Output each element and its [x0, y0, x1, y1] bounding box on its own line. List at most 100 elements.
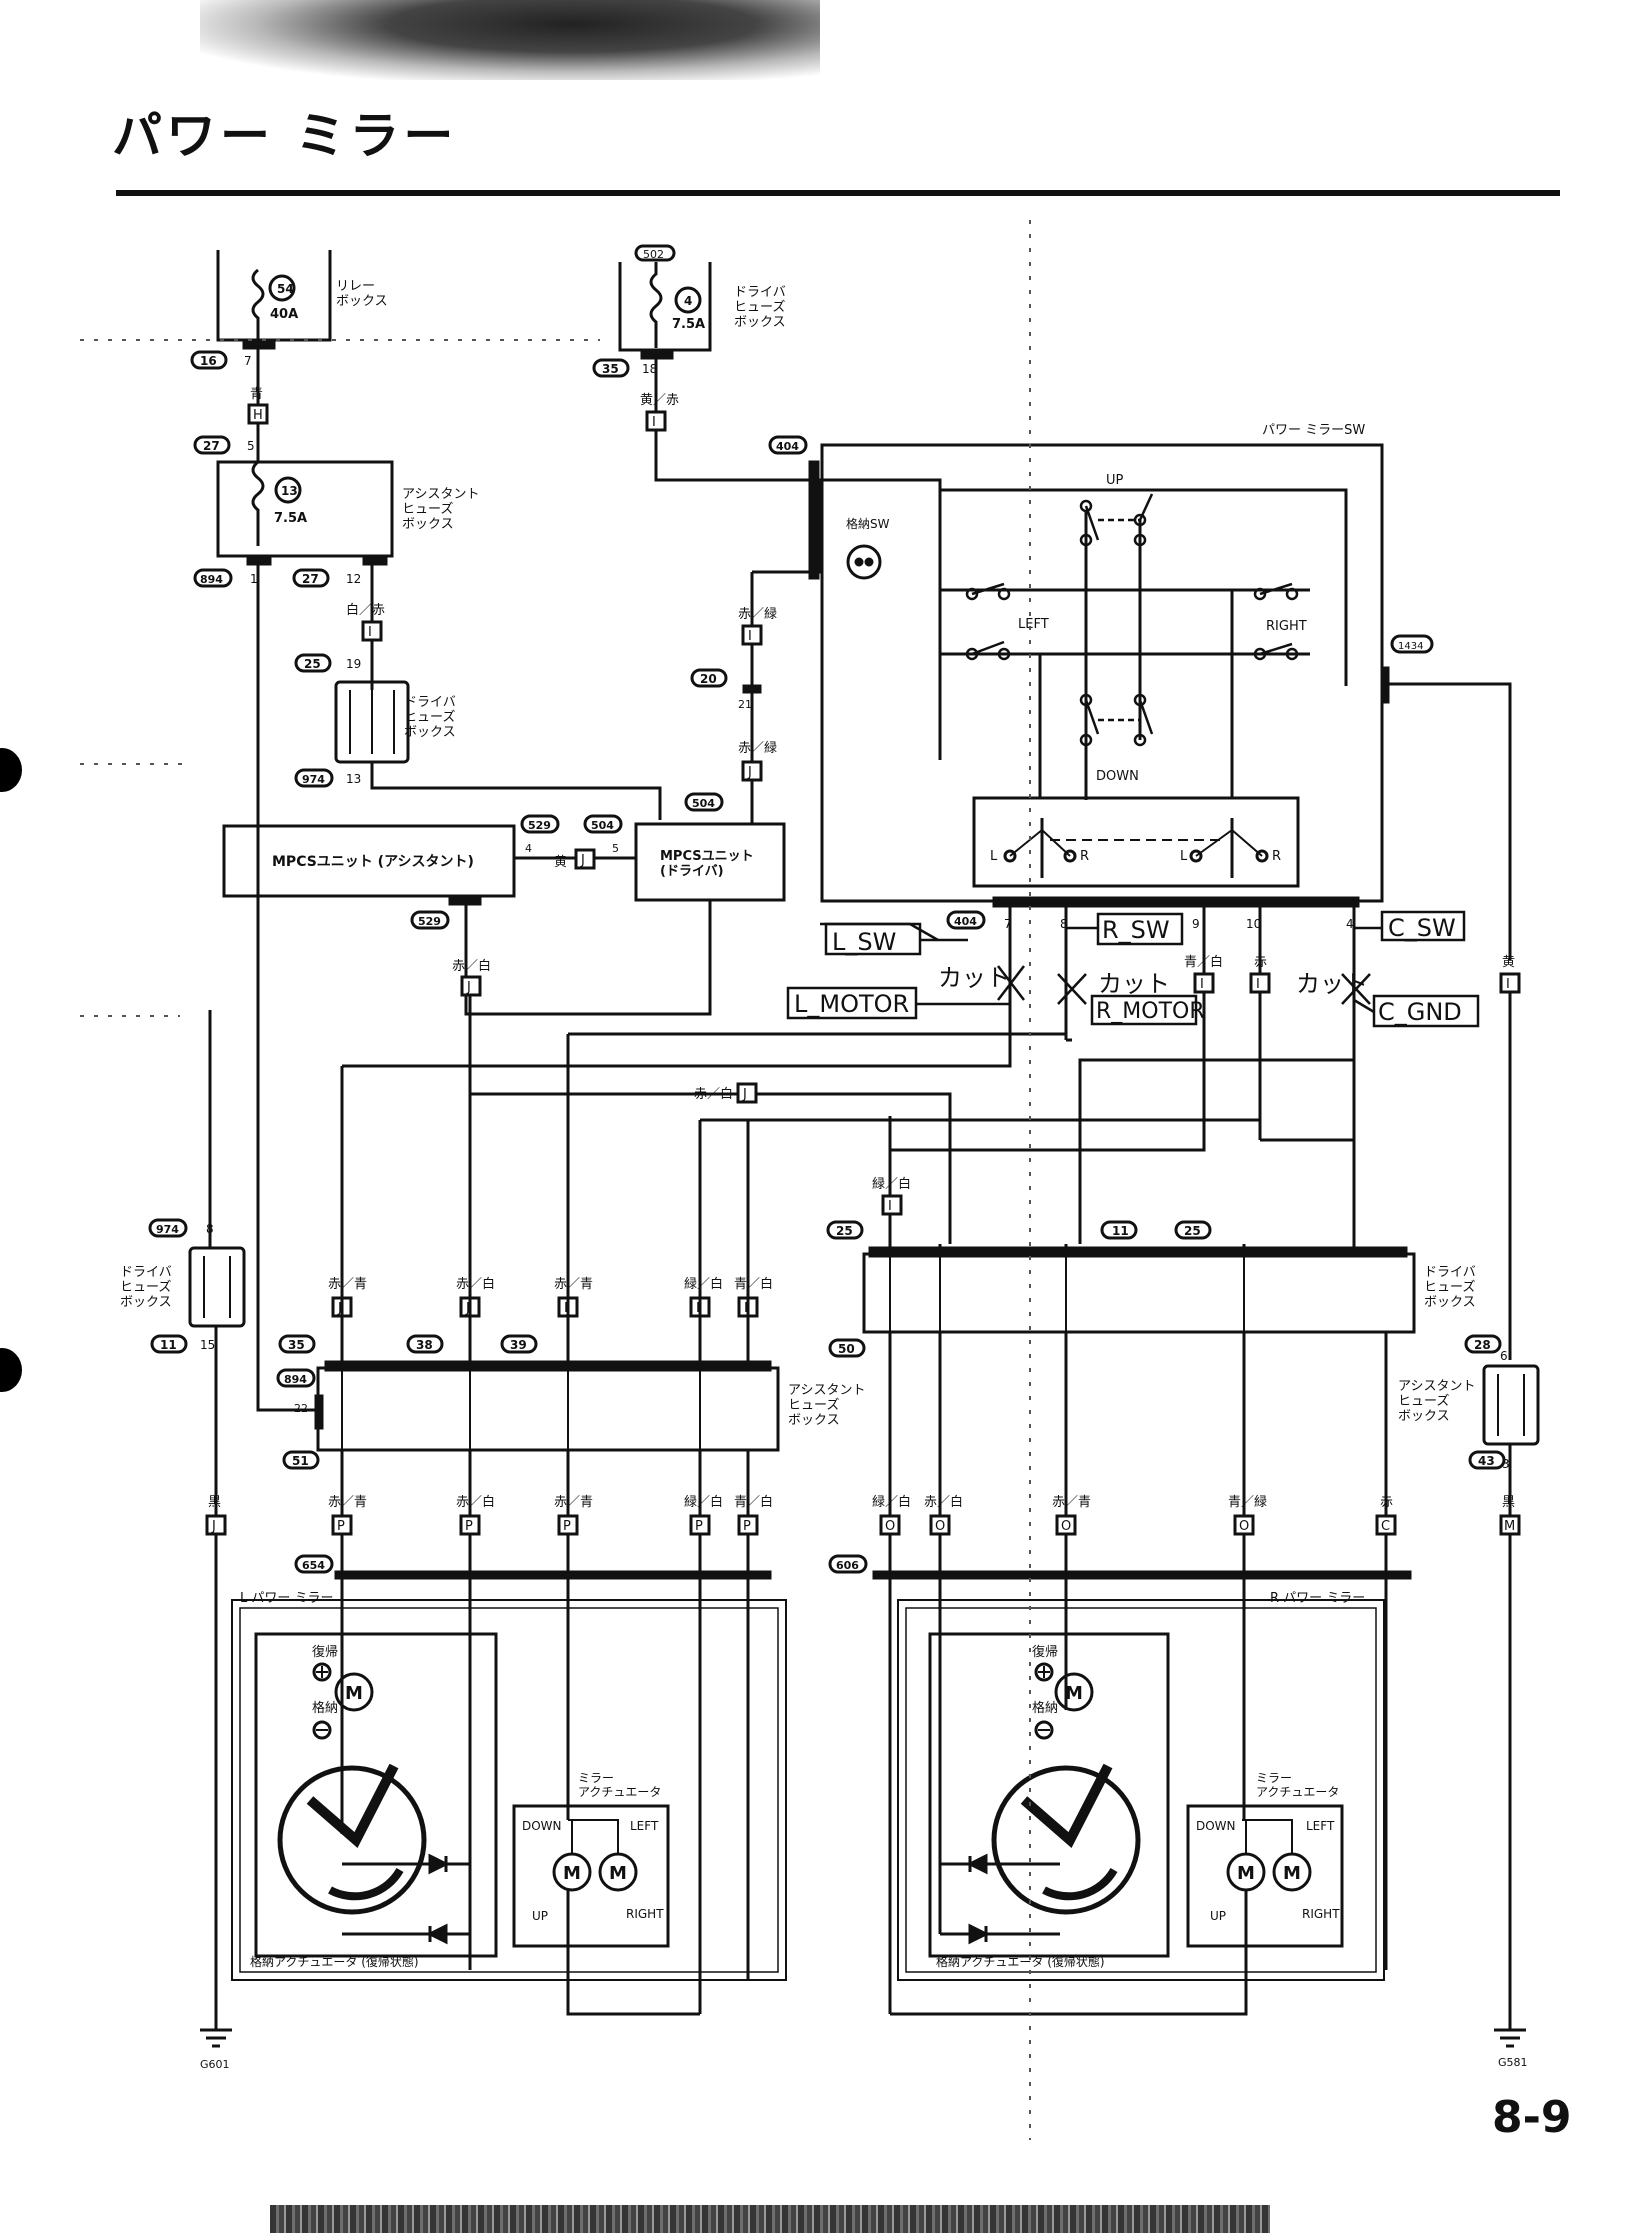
left-actuator-label: ミラーアクチュエータ: [578, 1771, 661, 1799]
ground-left: G601: [200, 2058, 230, 2071]
conn-J-mpcs: J: [466, 980, 471, 995]
driver-right-label: ドライバヒューズボックス: [1424, 1265, 1476, 1310]
wire-red-green-label-1: 赤／緑: [738, 607, 777, 622]
conn-J-lb1: J: [337, 1301, 342, 1316]
hand-annotations: L_SW R_SW C_SW カット カット カット L_MOTOR R_MOT…: [786, 910, 1480, 1028]
annot-cut-2: カット: [1098, 970, 1170, 998]
assist-br-pin: 12: [346, 572, 361, 586]
conn-I-sw9: I: [1200, 977, 1204, 992]
wire-red-white-label-1: 赤／白: [452, 958, 491, 974]
conn-J-lb2: J: [465, 1301, 470, 1316]
annot-r-sw: R_SW: [1102, 916, 1170, 944]
left-restore: 復帰: [312, 1644, 338, 1660]
relay-rating: 40A: [270, 307, 298, 322]
driver-top-tag: 502: [643, 248, 664, 261]
ref-21: 21: [738, 698, 752, 711]
right-act-left: LEFT: [1306, 1819, 1335, 1833]
assist-right-conn-bot: 43: [1478, 1454, 1495, 1468]
left-motor-lr: M: [609, 1863, 627, 1884]
selector-L1: L: [990, 849, 998, 864]
driver-top-rating: 7.5A: [672, 317, 705, 332]
assist-top-label: アシスタントヒューズボックス: [402, 487, 479, 532]
ground-right: G581: [1498, 2056, 1528, 2069]
wire-blue-white-p5: 青／白: [734, 1494, 773, 1510]
conn-M: M: [1504, 1519, 1515, 1534]
link-wire: 黄: [554, 855, 567, 870]
ref-504: 504: [692, 797, 715, 810]
ref-20: 20: [700, 672, 717, 686]
conn-P-3: P: [563, 1519, 571, 1534]
assist-right-pin-bot: 3: [1502, 1457, 1510, 1471]
selector-L2: L: [1180, 849, 1188, 864]
scan-artifact-bottom: [270, 2205, 1270, 2233]
driver-top-label: ドライバヒューズボックス: [734, 285, 786, 330]
switch-output-wires: 青／白 I 赤 I 黄 I: [1184, 954, 1521, 1360]
sw-pin-9: 9: [1192, 917, 1200, 931]
left-mirror-conn: 654: [302, 1559, 325, 1572]
wire-blue-green-o4: 青／緑: [1228, 1495, 1267, 1510]
right-storage-actuator: 格納アクチュエータ (復帰状態): [936, 1954, 1105, 1969]
lower-driver-label: ドライバヒューズボックス: [120, 1265, 172, 1310]
switch-title: パワー ミラーSW: [1262, 423, 1365, 438]
wire-red-white-o2: 赤／白: [924, 1494, 963, 1510]
right-motor-lr: M: [1283, 1863, 1301, 1884]
assist-low-side-pin: 22: [294, 1402, 308, 1415]
driver-fuse-mid: 25 19 ドライバヒューズボックス 974 13: [294, 653, 662, 820]
conn-C: C: [1381, 1519, 1390, 1534]
left-mirror: 654 L パワー ミラー ミラーアクチュエータ 復帰 M 格納 格納アクチュエ…: [231, 1554, 787, 2016]
driver-top-connector: 35: [602, 362, 619, 376]
wire-red-blue-lb3: 赤／青: [554, 1277, 593, 1292]
driver-right-c1: 25: [836, 1224, 853, 1238]
wire-green-white-p4: 緑／白: [684, 1494, 723, 1510]
sw-pin-4: 4: [1346, 917, 1354, 931]
conn-O-2: O: [935, 1519, 945, 1534]
assistant-fuse-top: 27 5 13 7.5A アシスタントヒューズボックス 894 1 27 12 …: [193, 430, 479, 1412]
conn-O-3: O: [1061, 1519, 1071, 1534]
assist-right-pin-top: 6: [1500, 1349, 1508, 1363]
punch-hole-2: [0, 1348, 22, 1392]
lower-driver-conn-bot: 11: [160, 1338, 177, 1352]
wire-yellow-right: 黄: [1502, 955, 1515, 970]
wire-white-red-label: 白／赤: [346, 602, 385, 618]
grounds: G601 G581: [200, 2014, 1528, 2071]
link-pin-b: 5: [612, 842, 619, 855]
wire-red-blue-1: 赤／青: [328, 1277, 367, 1292]
lower-driver-conn-top: 974: [156, 1223, 179, 1236]
left-act-up: UP: [532, 1909, 548, 1923]
lower-left-boxes: 974 8 ドライバヒューズボックス 11 15 黒 J 35 38 39 89…: [120, 1010, 865, 2014]
switch-left: LEFT: [1018, 617, 1049, 632]
conn-H: H: [253, 408, 263, 423]
switch-ext-ref: 1434: [1398, 641, 1423, 652]
conn-P-2: P: [465, 1519, 473, 1534]
right-restore: 復帰: [1032, 1644, 1058, 1660]
wire-red-white-lb2: 赤／白: [456, 1276, 495, 1292]
driver-top-pin: 18: [642, 362, 657, 376]
registration-marks: [80, 220, 1031, 2140]
assist-bl-conn: 894: [200, 573, 223, 586]
driver-right-cbot: 50: [838, 1342, 855, 1356]
wire-green-white-o1: 緑／白: [872, 1494, 911, 1510]
driver-fuse-top: 502 4 7.5A ドライバヒューズボックス 35 18 黄／赤 I: [592, 244, 820, 482]
conn-J-red-green: J: [747, 765, 752, 780]
conn-I-assist: I: [368, 625, 372, 640]
assist-top-pin: 5: [247, 439, 255, 453]
driver-mid-pin-bot: 13: [346, 772, 361, 786]
page-title: パワー ミラー: [112, 107, 458, 165]
left-motor-ud: M: [563, 1863, 581, 1884]
mpcs-driver-conn-a: 504: [591, 819, 614, 832]
wire-red-green-label-2: 赤／緑: [738, 741, 777, 756]
sw-pin-7: 7: [1004, 917, 1012, 931]
sw-pin-10: 10: [1246, 917, 1261, 931]
wire-blue-label: 青: [250, 387, 263, 402]
switch-conn-bottom: 404: [954, 915, 977, 928]
driver-mid-pin-top: 19: [346, 657, 361, 671]
wire-green-white-lb4: 緑／白: [684, 1276, 723, 1292]
selector-R1: R: [1080, 849, 1089, 864]
right-mirror-conn: 606: [836, 1559, 859, 1572]
link-pin-a: 4: [525, 842, 532, 855]
page-number: 8-9: [1492, 2092, 1572, 2143]
right-motor-store: M: [1065, 1683, 1083, 1704]
wire-red-blue-o3: 赤／青: [1052, 1495, 1091, 1510]
conn-I-lb4: I: [696, 1301, 700, 1316]
wire-red-c: 赤: [1380, 1495, 1393, 1510]
